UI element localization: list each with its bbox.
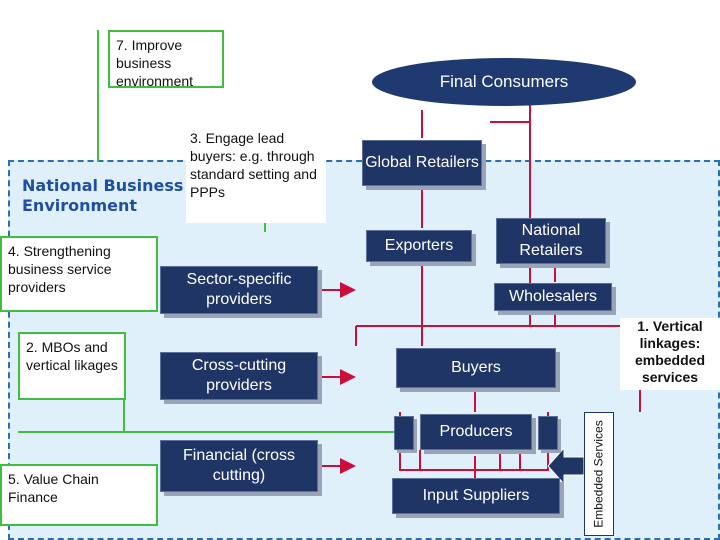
national-retailers-label: National Retailers [519,222,583,259]
environment-title: National Business Environment [22,176,184,215]
intervention-engage-label: 3. Engage lead buyers: e.g. through stan… [190,130,317,200]
financial-label: Financial (cross cutting) [182,447,296,484]
final-consumers-label: Final Consumers [439,72,569,91]
producer-square [538,416,558,450]
cross-cutting-label: Cross-cutting providers [191,357,287,394]
final-consumers-node: Final Consumers [372,58,636,106]
input-suppliers-label: Input Suppliers [422,487,530,504]
intervention-strengthening-providers: 4. Strengthening business service provid… [0,236,158,312]
exporters-node: Exporters [366,230,472,262]
global-retailers-node: Global Retailers [362,140,482,186]
exporters-label: Exporters [384,237,454,254]
intervention-engage-lead-buyers: 3. Engage lead buyers: e.g. through stan… [186,127,326,223]
wholesalers-node: Wholesalers [494,283,612,311]
intervention-improve-label: 7. Improve business environment [116,37,194,89]
buyers-label: Buyers [451,359,501,376]
embedded-services-label: Embedded Services [591,420,606,528]
cross-cutting-providers-node: Cross-cutting providers [160,352,318,400]
intervention-vertical-linkages-label: 1. Vertical linkages: embedded services [634,318,705,385]
global-retailers-label: Global Retailers [365,154,479,171]
intervention-value-chain-finance-label: 5. Value Chain Finance [8,471,99,505]
intervention-strengthening-label: 4. Strengthening business service provid… [8,243,112,295]
financial-providers-node: Financial (cross cutting) [160,440,318,492]
intervention-mbos-label: 2. MBOs and vertical likages [26,339,118,373]
intervention-mbos: 2. MBOs and vertical likages [18,332,126,400]
intervention-improve-environment: 7. Improve business environment [108,30,224,89]
intervention-vertical-linkages: 1. Vertical linkages: embedded services [620,318,720,390]
wholesalers-label: Wholesalers [508,288,598,305]
embedded-services-box: Embedded Services [584,412,614,536]
intervention-value-chain-finance: 5. Value Chain Finance [0,464,158,526]
national-retailers-node: National Retailers [496,218,606,264]
producers-label: Producers [439,423,513,440]
sector-specific-providers-node: Sector-specific providers [160,266,318,314]
sector-specific-label: Sector-specific providers [186,271,292,308]
producers-node: Producers [420,414,532,450]
buyers-node: Buyers [396,348,556,388]
producer-square [394,416,414,450]
input-suppliers-node: Input Suppliers [392,478,560,514]
